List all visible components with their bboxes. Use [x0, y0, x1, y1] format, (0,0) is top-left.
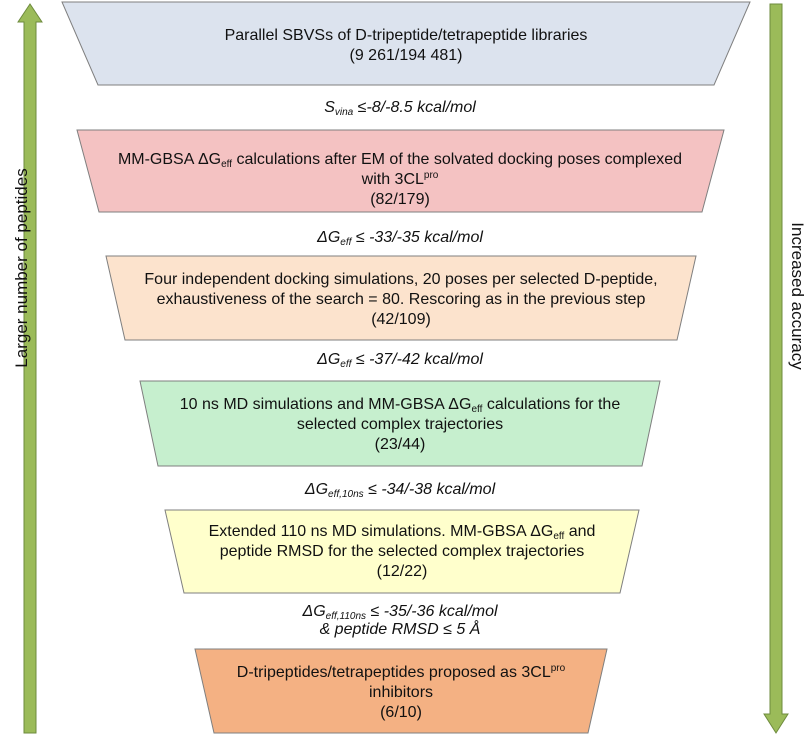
stage-4-line3: (23/44)	[374, 436, 426, 453]
stage-1-text: Parallel SBVSs of D-tripeptide/tetrapept…	[98, 26, 714, 66]
criterion-1: Svina ≤-8/-8.5 kcal/mol	[324, 99, 476, 118]
criterion-5-line2: & peptide RMSD ≤ 5 Å	[319, 621, 481, 638]
stage-5-line2: peptide RMSD for the selected complex tr…	[219, 543, 585, 560]
stage-3-text: Four independent docking simulations, 20…	[115, 270, 687, 330]
stage-4-text: 10 ns MD simulations and MM-GBSA ΔGeff c…	[150, 395, 650, 455]
criterion-5: ΔGeff,110ns ≤ -35/-36 kcal/mol & peptide…	[220, 603, 580, 639]
criterion-2: ΔGeff ≤ -33/-35 kcal/mol	[317, 229, 483, 248]
stage-5-line3: (12/22)	[376, 563, 428, 580]
stage-4-box	[139, 380, 661, 467]
stage-2-line1: MM-GBSA ΔGeff calculations after EM of t…	[117, 151, 683, 170]
stage-6-text: D-tripeptides/tetrapeptides proposed as …	[205, 663, 597, 723]
stage-3-line2: exhaustiveness of the search = 80. Resco…	[156, 291, 646, 308]
stage-2-box	[76, 129, 725, 213]
right-axis-label: Increased accuracy	[788, 222, 807, 370]
left-up-arrow	[17, 3, 43, 734]
stage-1-line1: Parallel SBVSs of D-tripeptide/tetrapept…	[224, 27, 588, 44]
stage-4-line2: selected complex trajectories	[296, 416, 504, 433]
stage-2-line2: with 3CLpro	[361, 170, 439, 189]
stage-3-line1: Four independent docking simulations, 20…	[144, 271, 658, 288]
stage-6-line1: D-tripeptides/tetrapeptides proposed as …	[236, 663, 566, 682]
stage-1-box	[61, 1, 751, 86]
stage-2-text: MM-GBSA ΔGeff calculations after EM of t…	[90, 150, 710, 210]
stage-5-text: Extended 110 ns MD simulations. MM-GBSA …	[170, 522, 634, 582]
stage-3-box	[105, 255, 697, 341]
right-down-arrow	[763, 3, 789, 734]
stage-5-line1: Extended 110 ns MD simulations. MM-GBSA …	[208, 523, 596, 542]
stage-3-line3: (42/109)	[371, 311, 431, 328]
left-axis-label: Larger number of peptides	[12, 168, 31, 368]
stage-6-line2: inhibitors	[368, 684, 434, 701]
stage-6-line3: (6/10)	[380, 704, 422, 721]
stage-1-line2: (9 261/194 481)	[349, 47, 463, 64]
criterion-3: ΔGeff ≤ -37/-42 kcal/mol	[317, 351, 483, 370]
stage-4-line1: 10 ns MD simulations and MM-GBSA ΔGeff c…	[179, 396, 621, 415]
stage-6-box	[194, 648, 608, 734]
stage-5-box	[164, 509, 640, 594]
stage-2-line3: (82/179)	[370, 191, 430, 208]
criterion-4: ΔGeff,10ns ≤ -34/-38 kcal/mol	[304, 481, 496, 500]
